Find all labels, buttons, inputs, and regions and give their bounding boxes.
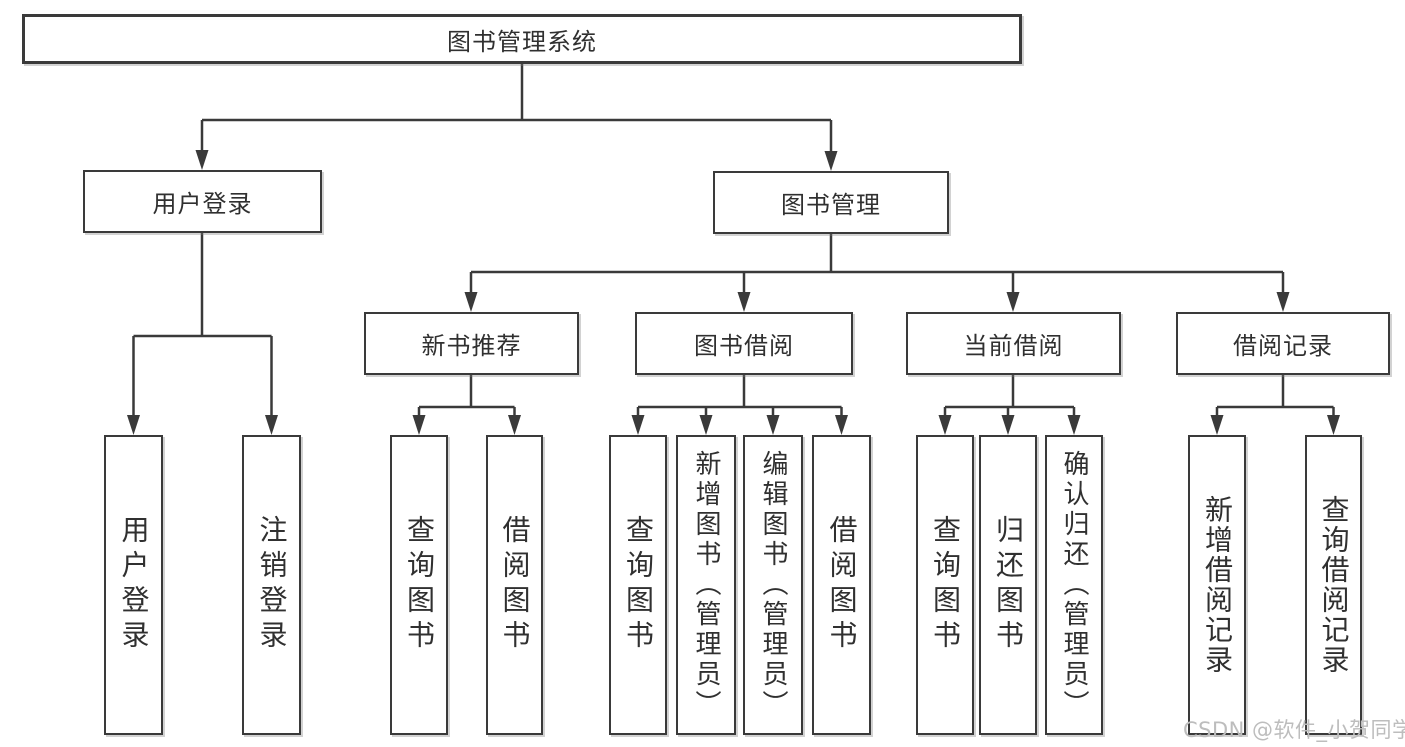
watermark: CSDN @软件_小贺同学: [1183, 718, 1405, 742]
connector-new-book-recommendation-to-leaves: [412, 375, 521, 435]
leaf-add-borrow-record: 新增借阅记录: [1188, 435, 1246, 735]
node-library-management-system: 图书管理系统: [22, 14, 1022, 64]
node-new-book-recommendation: 新书推荐: [364, 312, 579, 375]
leaf-query-books-current: 查询图书: [916, 435, 974, 735]
connector-root-to-level2: [195, 64, 838, 171]
node-user-login: 用户登录: [83, 170, 322, 233]
node-borrowing-records: 借阅记录: [1176, 312, 1390, 375]
leaf-query-borrow-record: 查询借阅记录: [1305, 435, 1362, 735]
node-book-management: 图书管理: [713, 171, 949, 234]
leaf-borrow-books-recommend: 借阅图书: [486, 435, 543, 735]
connector-current-borrowing-to-leaves: [938, 375, 1081, 435]
connector-book-borrowing-to-leaves: [631, 375, 848, 435]
node-current-borrowing: 当前借阅: [906, 312, 1121, 375]
node-book-borrowing: 图书借阅: [635, 312, 853, 375]
leaf-confirm-return-admin: 确认归还（管理员）: [1045, 435, 1103, 735]
leaf-return-books: 归还图书: [979, 435, 1037, 735]
connector-book-management-to-level3: [464, 234, 1290, 312]
connector-borrowing-records-to-leaves: [1210, 375, 1340, 435]
leaf-edit-books-admin: 编辑图书（管理员）: [743, 435, 803, 735]
leaf-query-books-recommend: 查询图书: [390, 435, 448, 735]
leaf-borrow-books: 借阅图书: [812, 435, 871, 735]
leaf-add-books-admin: 新增图书（管理员）: [676, 435, 736, 735]
leaf-logout: 注销登录: [242, 435, 301, 735]
leaf-user-login: 用户登录: [104, 435, 163, 735]
connector-user-login-to-leaves: [127, 233, 278, 435]
leaf-query-books-borrow: 查询图书: [609, 435, 667, 735]
